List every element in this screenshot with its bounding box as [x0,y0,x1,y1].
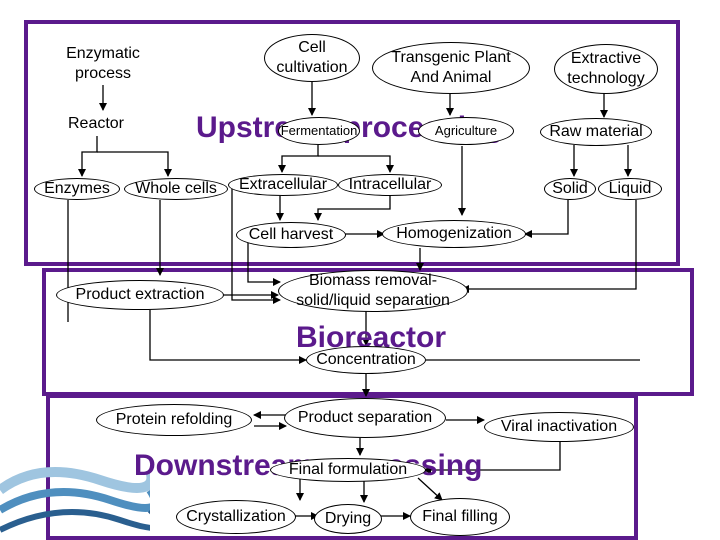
downstream-frame [46,394,638,540]
liquid-node: Liquid [598,178,662,200]
intracellular-node: Intracellular [338,174,442,196]
drying-node: Drying [314,504,382,534]
whole-cells-node: Whole cells [124,178,228,200]
upstream-frame [24,20,680,266]
crystallization-node: Crystallization [176,500,296,534]
viral-inactivation-node: Viral inactivation [484,412,634,442]
decorative-stripes [0,467,150,533]
final-filling-node: Final filling [410,498,510,536]
cell-cultivation-node: Cell cultivation [264,34,360,82]
product-separation-node: Product separation [284,398,446,438]
agriculture-node: Agriculture [418,117,514,145]
solid-node: Solid [544,178,596,200]
homogenization-node: Homogenization [382,220,526,248]
reactor-label: Reactor [67,115,125,132]
cell-harvest-node: Cell harvest [236,222,346,248]
extractive-technology-node: Extractive technology [554,44,658,94]
concentration-node: Concentration [306,346,426,374]
enzymes-node: Enzymes [34,178,120,200]
protein-refolding-node: Protein refolding [96,404,252,436]
transgenic-node: Transgenic Plant And Animal [372,42,530,94]
raw-material-node: Raw material [540,118,652,146]
extracellular-node: Extracellular [228,174,338,196]
final-formulation-node: Final formulation [270,458,426,482]
enzymatic-process-label: Enzymatic process [66,45,140,82]
product-extraction-node: Product extraction [56,280,224,310]
biomass-removal-node: Biomass removal- solid/liquid separation [278,270,468,312]
fermentation-node: Fermentation [278,117,360,145]
